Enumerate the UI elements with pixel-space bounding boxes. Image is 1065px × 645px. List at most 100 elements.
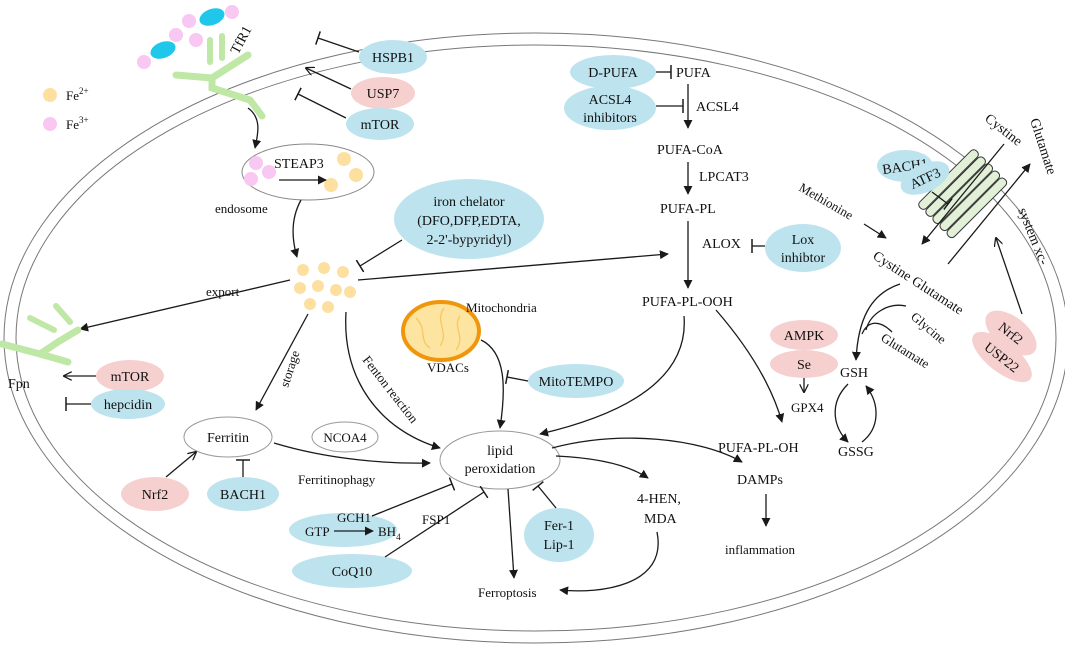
usp22-node [972,331,1032,383]
ncoa4-node [311,421,379,453]
fenton-label: Fenton reaction [360,353,422,427]
acsl4-inhibitors-label-2: inhibitors [583,111,637,126]
dpufa-label: D-PUFA [588,66,638,81]
methionine-label: Methionine [797,180,857,223]
fer1-label: Fer-1 [544,519,574,534]
nrf2-to-xc-edge [996,238,1023,315]
cystine-top-label: Cystine [982,111,1025,149]
lox-inhibitor-label-1: Lox [792,233,815,248]
ampk-label: AMPK [784,329,824,344]
cysglu-to-gsh-edge [851,283,901,361]
lipid-to-hen-edge [555,455,649,479]
glycine-label: Glycine [908,309,949,347]
gtp-label: GTP [305,524,330,539]
ooh-to-oh-edge [715,309,785,423]
gch1-bh4-node [289,513,397,547]
pufa-ooh-to-lipid-edge [539,315,685,437]
fer1-lip1-node [524,508,594,562]
bh4-label: BH4 [378,524,401,542]
tfr1-receptor-icon [137,5,266,120]
coq10-label: CoQ10 [332,565,372,580]
fe3-legend-label: Fe3+ [66,115,89,132]
lpcat3-label: LPCAT3 [699,170,749,185]
iron-chelator-label: iron chelator [433,195,504,210]
lip1-label: Lip-1 [543,538,574,553]
endosome-label: endosome [215,201,268,216]
lox-inhibitor-node [765,224,841,272]
ferritinophagy-label: Ferritinophagy [298,472,376,487]
gssg-label: GSSG [838,445,874,460]
atf3-inhibit-edge [931,191,953,211]
mito-to-lipid-edge [480,339,506,429]
dpufa-node [570,55,656,89]
lipid-to-damps-edge [551,437,743,463]
ferritin-label: Ferritin [207,431,249,446]
bach1-left-node [207,477,279,511]
mtor-inhibit-edge [294,87,347,119]
pufa-pl-ooh-label: PUFA-PL-OOH [642,295,733,310]
mitotempo-label: MitoTEMPO [539,375,614,390]
mda-label: MDA [644,512,678,527]
nrf2-left-node [121,477,189,511]
peroxidation-label: peroxidation [465,462,536,477]
ferritinophagy-edge [273,442,431,468]
steap3-label: STEAP3 [274,157,324,172]
gssg-to-gsh-edge [861,385,877,443]
fenton-edge [345,311,441,450]
lipid-peroxidation-node [439,430,561,490]
mtor-fpn-label: mTOR [111,370,150,385]
labile-iron-pool [294,262,356,313]
tfr1-label: TfR1 [228,24,255,57]
chelator-inhibit-edge [355,239,403,273]
gch1-label: GCH1 [337,510,371,525]
methionine-edge [863,223,887,239]
coq10-node [292,554,412,588]
atf3-node [900,161,950,195]
iron-chelator-node [394,179,544,259]
hspb1-label: HSPB1 [372,51,414,66]
export-edge [79,279,291,332]
mitotempo-node [528,364,624,398]
usp7-node [351,77,415,109]
system-xc-label: system xc- [1014,206,1051,268]
coq10-inhibit-edge [384,485,489,558]
glutamate-top-label: Glutamate [1026,117,1058,177]
export-label: export [206,284,240,299]
endosome-to-pool-edge [290,199,302,258]
usp7-promote-edge [306,68,352,90]
gsh-to-gssg-edge [834,383,849,443]
glutamate-low-edge [861,322,893,335]
pufa-pl-oh-label: PUFA-PL-OH [718,441,799,456]
fe2-legend-dot [43,88,57,102]
mitochondria-label: Mitochondria [466,300,537,315]
nrf2-left-label: Nrf2 [142,488,168,503]
lipid-label: lipid [487,444,513,459]
hepcidin-node [91,389,165,419]
glutamate-low-label: Glutamate [878,330,932,372]
ferroptosis-label: Ferroptosis [478,585,537,600]
lipid-to-ferroptosis-edge [507,488,518,579]
ampk-node [770,320,838,350]
pufa-label: PUFA [676,66,712,81]
fsp1-label: FSP1 [422,512,450,527]
storage-label: storage [277,348,303,389]
mtor-top-label: mTOR [361,118,400,133]
fer1-inhibit-edge [532,480,557,509]
pool-to-alox-edge [357,250,669,281]
tfr1-to-endosome-edge [247,107,262,149]
fpn-transporter-icon [0,303,82,366]
se-label: Se [797,358,811,373]
mitotempo-inhibit-edge [504,369,529,385]
acsl4-inhibitors-node [564,86,656,130]
cystine-import-edge [921,143,1005,245]
ncoa4-label: NCOA4 [323,430,367,445]
fpn-label: Fpn [8,377,30,392]
bach1-left-label: BACH1 [220,488,266,503]
mtor-fpn-node [96,360,164,392]
usp7-label: USP7 [367,87,400,102]
storage-edge [255,313,309,411]
nrf2-right-node [985,310,1037,356]
pufa-pl-label: PUFA-PL [660,202,716,217]
hspb1-node [359,40,427,74]
